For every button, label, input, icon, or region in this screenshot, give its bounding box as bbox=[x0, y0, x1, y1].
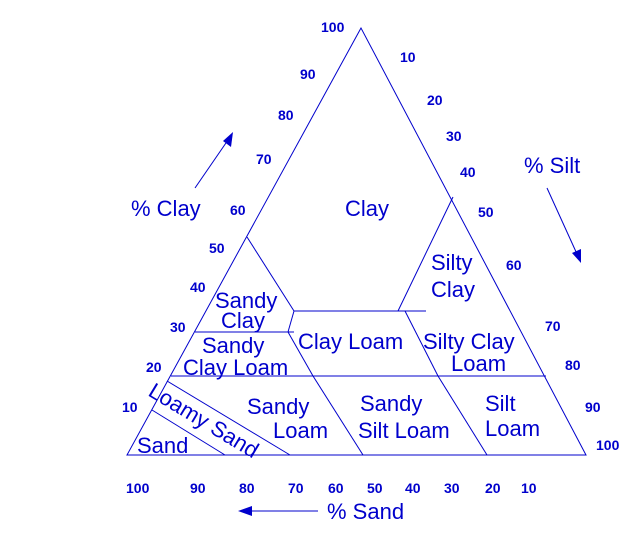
sand-tick: 20 bbox=[485, 480, 501, 496]
boundary-clay-siltyclay bbox=[397, 196, 454, 312]
silt-tick: 50 bbox=[478, 204, 494, 220]
region-clay-loam: Clay Loam bbox=[298, 329, 403, 354]
region-sandy-loam: Sandy bbox=[247, 394, 309, 419]
boundary-clayloam-siltyclayloam bbox=[404, 310, 439, 377]
region-sandy-silt-loam: Silt Loam bbox=[358, 418, 450, 443]
sand-tick: 90 bbox=[190, 480, 206, 496]
boundary-sandyclay-clayloam bbox=[287, 310, 295, 333]
region-clay: Clay bbox=[345, 196, 389, 221]
region-sand: Sand bbox=[137, 433, 188, 458]
clay-tick: 60 bbox=[230, 202, 246, 218]
sand-tick: 80 bbox=[239, 480, 255, 496]
silt-tick: 60 bbox=[506, 257, 522, 273]
region-silty-clay: Silty bbox=[431, 250, 473, 275]
sand-direction-arrow bbox=[238, 506, 318, 516]
clay-tick: 40 bbox=[190, 279, 206, 295]
clay-tick: 70 bbox=[256, 151, 272, 167]
silt-tick: 70 bbox=[545, 318, 561, 334]
boundary-sand-loamysand bbox=[151, 409, 226, 456]
clay-tick: 100 bbox=[321, 19, 345, 35]
boundary-clay-sandyclay bbox=[246, 236, 295, 312]
clay-axis-label: % Clay bbox=[131, 196, 201, 221]
boundary-sandysiltloam-siltloam bbox=[437, 375, 488, 456]
silt-direction-arrow bbox=[546, 187, 581, 263]
region-sandy-clay-loam: Sandy bbox=[202, 333, 264, 358]
sand-tick: 30 bbox=[444, 480, 460, 496]
region-sandy-clay: Sandy bbox=[215, 288, 277, 313]
region-sandy-clay-loam: Clay Loam bbox=[183, 355, 288, 380]
clay-tick: 90 bbox=[300, 66, 316, 82]
region-silty-clay-loam: Loam bbox=[451, 351, 506, 376]
silt-tick: 20 bbox=[427, 92, 443, 108]
sand-tick: 100 bbox=[126, 480, 150, 496]
region-silty-clay-loam: Silty Clay bbox=[423, 329, 515, 354]
silt-tick: 10 bbox=[400, 49, 416, 65]
silt-tick: 100 bbox=[596, 437, 620, 453]
region-sandy-loam: Loam bbox=[273, 418, 328, 443]
boundary-sandyloam-sandysiltloam bbox=[312, 375, 364, 456]
region-sandy-clay: Clay bbox=[221, 308, 265, 333]
silt-tick: 90 bbox=[585, 399, 601, 415]
region-silty-clay: Clay bbox=[431, 277, 475, 302]
silt-tick: 80 bbox=[565, 357, 581, 373]
clay-tick: 20 bbox=[146, 359, 162, 375]
clay-tick: 80 bbox=[278, 107, 294, 123]
sand-tick: 40 bbox=[405, 480, 421, 496]
region-sandy-silt-loam: Sandy bbox=[360, 391, 422, 416]
sand-axis-label: % Sand bbox=[327, 499, 404, 524]
silt-tick: 30 bbox=[446, 128, 462, 144]
region-silt-loam: Loam bbox=[485, 416, 540, 441]
clay-tick: 50 bbox=[209, 240, 225, 256]
triangle-outline bbox=[126, 26, 587, 456]
boundary-loamysand-sandyloam bbox=[166, 380, 291, 456]
silt-axis-label: % Silt bbox=[524, 153, 580, 178]
clay-tick: 30 bbox=[170, 319, 186, 335]
silt-tick: 40 bbox=[460, 164, 476, 180]
boundary-sandyclayloam-sandyloam bbox=[287, 331, 314, 377]
clay-tick: 10 bbox=[122, 399, 138, 415]
sand-tick: 70 bbox=[288, 480, 304, 496]
clay-direction-arrow bbox=[194, 132, 233, 189]
sand-tick: 10 bbox=[521, 480, 537, 496]
region-silt-loam: Silt bbox=[485, 391, 516, 416]
sand-tick: 60 bbox=[328, 480, 344, 496]
sand-tick: 50 bbox=[367, 480, 383, 496]
